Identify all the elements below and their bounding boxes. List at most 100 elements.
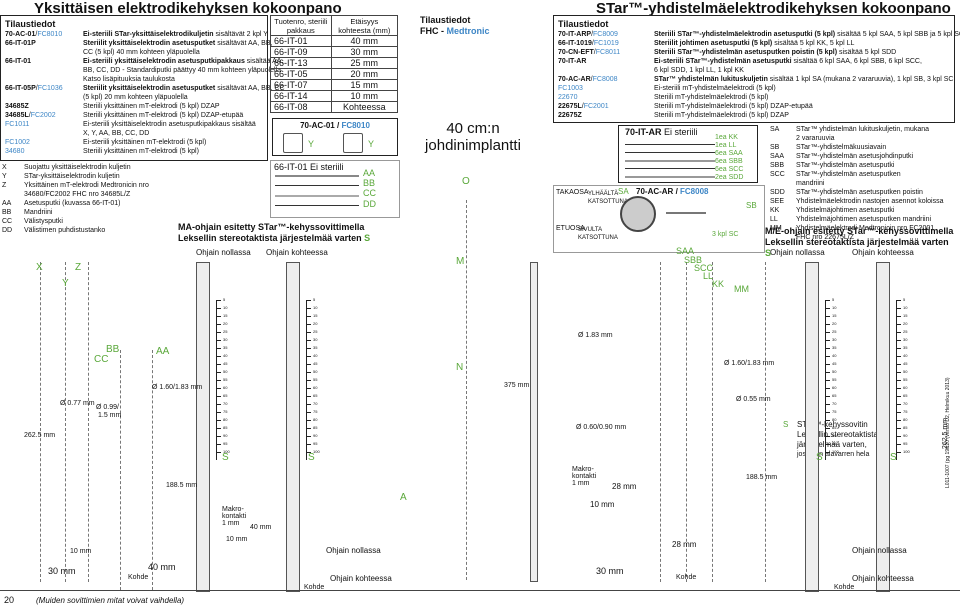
fig-ylhaalta: YLHÄÄLTÄ KATSOTTUNA [588,191,628,205]
order-desc: sisältää 5 kpl SAA, 5 kpl SBB ja 5 kpl S… [837,31,960,38]
scale-tick-label: 95 [223,441,228,446]
scale-tick [826,300,830,301]
ac01-alt: FC8010 [341,121,370,130]
order-row: CC (5 kpl) 40 mm kohteen yläpuolella [5,48,263,57]
letter-s-3: S [816,452,823,463]
scale-tick-label: 10 [903,305,908,310]
scale-tick [826,308,830,309]
legend-key: SCC [770,171,785,178]
order-text: X, Y, AA, BB, CC, DD [83,129,149,138]
dist-product: 66-IT-13 [270,57,332,69]
scale-tick-label: 40 [832,353,837,358]
scale-tick-label: 85 [313,425,318,430]
order-desc: Steriili mT-yhdistelmäelektrodi (5 kpl) [654,94,769,101]
order-text: CC (5 kpl) 40 mm kohteen yläpuolella [83,48,200,57]
kohde-3: Kohde [676,574,697,581]
scale-tick-label: 45 [903,361,908,366]
order-code-wrap: 70-IT-ARP / FC8009 [558,30,654,39]
label-kk: KK [712,279,725,289]
s-note-small: jossa on alavarren hela [797,451,870,458]
it01-caption: 66-IT-01 Ei steriili [274,162,344,172]
part-bb: BB [363,178,376,188]
scale-tick [307,444,311,445]
scale-tick-label: 85 [903,425,908,430]
scale-tick-label: 20 [313,321,318,326]
order-row: Katso lisäpituuksia taulukosta [5,75,263,84]
distance-table: Tuotenro, steriili pakkaus Etäisyys koht… [270,15,400,113]
frame-tube-1 [196,262,210,592]
dim-055: Ø 0.55 mm [736,396,771,403]
ohjain-nollassa-top: Ohjain nollassa [196,248,251,257]
scale-tick-label: 30 [223,337,228,342]
order-desc: Steriili mT-yhdistelmäelektrodi (5 kpl) … [654,112,789,119]
scale-tick-label: 5 [903,297,906,302]
scale-tick [826,364,830,365]
order-alt: FC2001 [583,103,609,110]
legend-row: 2 vararuuvia [770,134,956,143]
scale-tick-label: 10 [832,305,837,310]
scale-tick [897,444,901,445]
scale-tick [217,388,221,389]
scale-tick-label: 5 [313,297,316,302]
order-code: 66-IT-05P [5,85,36,92]
scale-tick [826,436,830,437]
tube-aa [275,175,359,177]
scale-tick-label: 35 [223,345,228,350]
letter-o: O [462,176,470,187]
order-code-wrap [5,75,83,84]
dim-1mm: 1 mm [222,520,240,527]
guide-mm [765,262,766,582]
dist-product: 66-IT-05 [270,68,332,80]
order-desc: Ei-steriili yksittäinen mT-elektrodi (5 … [83,139,207,146]
it-ar-item: 6ea SCC [715,166,744,173]
legend-key: AA [2,200,12,207]
legend-value: STar™-yhdistelmän asetusputki [796,162,895,169]
order-row: 6 kpl SDD, 1 kpl LL, 1 kpl KK [558,66,950,75]
scale-tick [217,300,221,301]
dim-kontakti-r: kontakti [572,473,597,480]
scale-tick [826,372,830,373]
scale-tick [897,436,901,437]
scale-tick [307,348,311,349]
scale-tick [826,332,830,333]
order-text: Steriilit yksittäiselektrodin asetusputk… [83,84,285,93]
order-text: Ei-steriili mT-yhdistelmäelektrodi (5 kp… [654,84,776,93]
order-desc: sisältää AA, [246,58,284,65]
tube-dd [275,205,359,206]
scale-tick [307,428,311,429]
order-text: Steriilit yksittäiselektrodin asetusputk… [83,39,272,48]
scale-tick-label: 75 [832,409,837,414]
order-text: Steriili yksittäinen mT-elektrodi (5 kpl… [83,147,199,156]
scale-tick [826,412,830,413]
scale-tick-label: 75 [903,409,908,414]
order-text: Steriili STar™-yhdistelmän asetusputken … [654,48,896,57]
order-desc: Steriili yksittäinen mT-elektrodi (5 kpl… [83,112,244,119]
scale-tick-label: 60 [223,385,228,390]
scale-tick-label: 15 [223,313,228,318]
part-dd: DD [363,199,376,209]
footer-note: (Muiden sovittimien mitat voivat vaihdel… [36,596,185,605]
order-code-wrap: FC1002 [5,138,83,147]
scale-tick-label: 50 [832,369,837,374]
scale-tick-label: 70 [223,401,228,406]
scale-tick [307,316,311,317]
scale-tick-label: 5 [832,297,835,302]
fig-sivulta: SIVULTA KATSOTTUNA [578,227,618,241]
it01-figure: 66-IT-01 Ei steriili AA BB CC DD [270,160,400,218]
it-ar-item: 2ea SDD [715,174,744,181]
frame-tube-4 [876,262,890,592]
dim-kontakti: kontakti [222,513,247,520]
legend-value: STar™ yhdistelmän lukituskuljetin, mukan… [796,126,930,133]
order-bold: Ei-steriili STar-yksittäiselektrodikulje… [83,31,214,38]
